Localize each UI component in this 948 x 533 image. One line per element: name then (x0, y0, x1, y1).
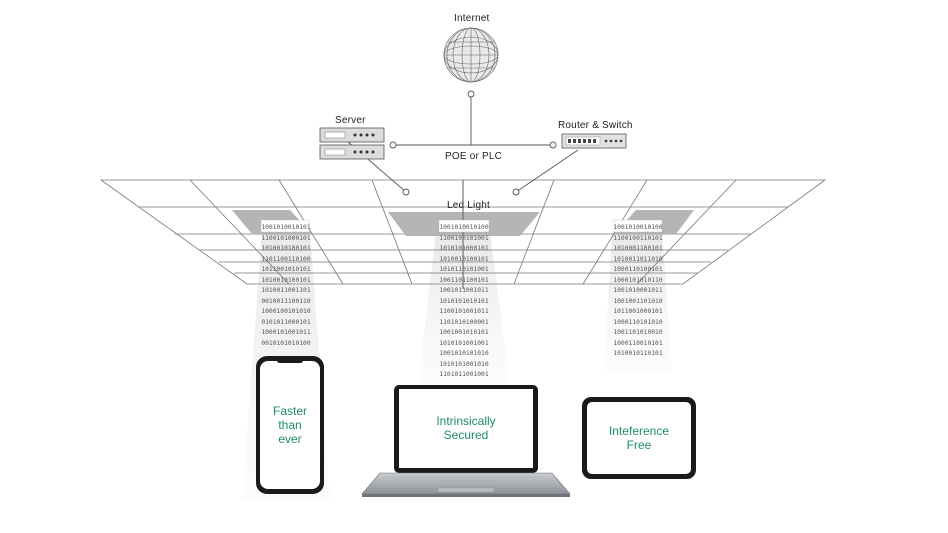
router-switch-label: Router & Switch (558, 120, 633, 131)
tablet-screen-text: Inteference Free (608, 424, 670, 452)
binary-line: 1011001000101 (613, 308, 663, 315)
binary-line: 1010101010101 (439, 297, 489, 305)
phone-screen-text: Faster than ever (272, 404, 307, 446)
led-light-label: Led Light (447, 200, 490, 211)
router-switch-icon (561, 133, 627, 149)
binary-line: 1100101001011 (439, 308, 489, 315)
ceiling-grid (99, 179, 827, 285)
binary-line: 1100100110101 (613, 234, 663, 242)
binary-line: 1000110010101 (613, 339, 663, 347)
binary-line: 1001001101010 (613, 297, 663, 305)
binary-line: 1000100101010 (261, 308, 311, 315)
server-icon (319, 127, 385, 160)
binary-line: 1010101001001 (439, 339, 489, 347)
laptop-screen-text: Intrinsically Secured (436, 414, 496, 442)
binary-line: 0101011000101 (261, 318, 311, 326)
binary-line: 1000101001011 (261, 329, 311, 336)
led-box-right (613, 219, 663, 233)
led-box-center (438, 219, 490, 233)
poe-plc-label: POE or PLC (445, 151, 503, 162)
binary-line: 1001001010101 (439, 329, 489, 336)
led-box-left (260, 219, 310, 233)
binary-line: 1100101000101 (261, 234, 311, 242)
binary-line: 1000110101010 (613, 318, 663, 326)
binary-line: 1010110101001 (439, 266, 489, 273)
connection-nodes (389, 90, 557, 196)
tablet-device (582, 397, 696, 479)
connections (339, 94, 579, 289)
binary-line: 1000101010110 (613, 276, 663, 284)
globe-icon (443, 27, 499, 83)
server-label: Server (335, 115, 366, 126)
binary-line: 1010101000101 (439, 245, 489, 252)
binary-line: 1001010101010 (439, 350, 489, 357)
binary-line: 1001011001011 (439, 287, 489, 294)
binary-line: 0010011100110 (261, 297, 311, 305)
beam-right (604, 232, 672, 370)
binary-line: 1010010110101 (613, 350, 663, 357)
phone-device (256, 356, 324, 494)
binary-line: 1010101001010 (439, 360, 489, 368)
binary-line: 1101010100001 (439, 318, 489, 326)
binary-line: 1010010100101 (261, 245, 311, 252)
binary-line: 1001010010101 (261, 224, 311, 231)
binary-line: 1011001010101 (261, 266, 311, 273)
binary-line: 1001010010100 (439, 224, 489, 231)
binary-line: 1010011011010 (613, 255, 663, 263)
beam-center (418, 232, 510, 385)
binary-line: 1010011001101 (261, 287, 311, 294)
binary-line: 1001101010010 (613, 329, 663, 336)
binary-line: 1010010100101 (439, 255, 489, 263)
binary-line: 1010010100101 (261, 276, 311, 284)
binary-line: 1101011001001 (439, 371, 489, 378)
binary-line: 1100100101001 (439, 234, 489, 242)
binary-line: 1010001100101 (613, 245, 663, 252)
binary-line: 0010101010100 (261, 339, 311, 347)
binary-line: 1001101100101 (439, 276, 489, 284)
binary-line: 1101100110100 (261, 255, 311, 263)
binary-line: 1001010010100 (613, 224, 663, 231)
binary-line: 1000110100101 (613, 266, 663, 273)
led-label-boxes (260, 219, 663, 233)
data-stream-right: 1001010010100 1100100110101 1010001100101 1… (604, 223, 672, 360)
data-stream-center: 1001010010100 1100100101001 1010101000101 1… (428, 223, 500, 381)
laptop-device (361, 385, 571, 497)
internet-label: Internet (454, 13, 490, 24)
data-stream-left: 1001010010101 1100101000101 1010010100101 1… (252, 223, 320, 349)
binary-line: 1001010001011 (613, 287, 663, 294)
